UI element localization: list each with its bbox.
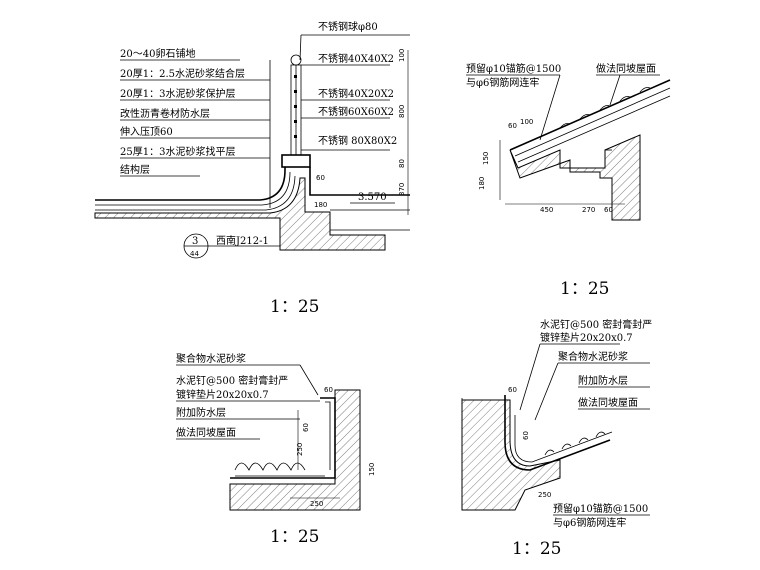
d3-dim-250: 250 <box>296 443 304 456</box>
d3-label-1: 聚合物水泥砂浆 <box>176 352 246 365</box>
d1-label-2: 20厚1：2.5水泥砂浆结合层 <box>120 67 245 80</box>
rail-label-2: 不锈钢40X40X2 <box>318 52 394 65</box>
d2-label-1: 预留φ10锚筋@1500 <box>466 62 561 75</box>
d1-label-7: 结构层 <box>120 163 150 176</box>
d3-label-4: 附加防水层 <box>176 406 226 419</box>
d1-dim-180: 180 <box>314 201 327 209</box>
d4-label-3: 聚合物水泥砂浆 <box>558 350 628 363</box>
d4-dim-250: 250 <box>538 491 551 499</box>
d1-label-5: 伸入压顶60 <box>120 126 173 138</box>
d4-label-4: 附加防水层 <box>578 374 628 387</box>
rail-label-1: 不锈钢球φ80 <box>318 20 378 33</box>
d2-dim-60b: 60 <box>604 206 613 214</box>
structure-slab <box>94 177 386 251</box>
coping-block <box>281 154 311 168</box>
detail-1-railing-edge: 20～40卵石铺地 20厚1：2.5水泥砂浆结合层 20厚1：3水泥砂浆保护层 … <box>94 20 410 317</box>
rail-label-4: 不锈钢60X60X2 <box>318 105 394 118</box>
ref-top: 3 <box>192 236 198 247</box>
d4-label-5: 做法同坡屋面 <box>578 396 638 409</box>
d3-wall <box>229 389 361 511</box>
d1-dim-80: 80 <box>398 159 406 168</box>
d2-dim-270: 270 <box>582 206 595 214</box>
d4-scale: 1：25 <box>512 539 561 559</box>
ref-note: 西南J212-1 <box>216 234 269 247</box>
d1-label-1: 20～40卵石铺地 <box>120 47 195 60</box>
detail-4-gutter: 水泥钉@500 密封膏封严 镀锌垫片20x20x0.7 聚合物水泥砂浆 附加防水… <box>461 318 652 559</box>
d3-dim-150: 150 <box>368 463 376 476</box>
d3-label-2: 水泥钉@500 密封膏封严 <box>176 374 288 387</box>
d3-label-3: 镀锌垫片20x20x0.7 <box>176 388 269 401</box>
d3-dim-60b: 60 <box>302 423 310 432</box>
d4-label-2: 镀锌垫片20x20x0.7 <box>540 331 633 344</box>
d2-dim-150: 150 <box>482 152 490 165</box>
d1-dim-370: 370 <box>398 183 406 196</box>
elevation-label: 3.570 <box>358 192 387 203</box>
d2-dim-450: 450 <box>540 206 553 214</box>
d1-dim-800: 800 <box>398 105 406 118</box>
detail-2-eave: 预留φ10锚筋@1500 与φ6钢筋网连牢 做法同坡屋面 60 100 150 … <box>466 62 671 299</box>
d3-dim-250b: 250 <box>310 500 323 508</box>
d1-dim-60: 60 <box>316 174 325 182</box>
d2-label-2: 与φ6钢筋网连牢 <box>466 76 539 89</box>
d1-label-3: 20厚1：3水泥砂浆保护层 <box>120 87 235 100</box>
d4-label-6: 预留φ10锚筋@1500 <box>553 502 648 515</box>
d3-dim-60: 60 <box>324 386 333 394</box>
d4-label-7: 与φ6钢筋网连牢 <box>553 516 626 529</box>
ref-bottom: 44 <box>190 250 199 258</box>
eave-structure <box>509 134 641 221</box>
d4-wall <box>461 399 561 511</box>
d2-scale: 1：25 <box>560 279 609 299</box>
rail-label-3: 不锈钢40X20X2 <box>318 87 394 100</box>
d1-label-4: 改性沥青卷材防水层 <box>120 107 210 120</box>
rail-label-5: 不锈钢 80X80X2 <box>318 134 397 147</box>
d3-label-5: 做法同坡屋面 <box>176 426 236 439</box>
d1-scale: 1：25 <box>270 297 319 317</box>
d1-dim-100: 100 <box>398 49 406 62</box>
d2-dim-60: 60 <box>508 122 517 130</box>
d2-dim-100: 100 <box>520 118 533 126</box>
railing-ball <box>290 54 302 66</box>
d2-dim-180: 180 <box>478 177 486 190</box>
d3-scale: 1：25 <box>270 527 319 547</box>
d4-dim-60: 60 <box>508 386 517 394</box>
d4-label-1: 水泥钉@500 密封膏封严 <box>540 318 652 331</box>
d1-label-6: 25厚1：3水泥砂浆找平层 <box>120 145 235 158</box>
detail-3-wall-junction: 聚合物水泥砂浆 水泥钉@500 密封膏封严 镀锌垫片20x20x0.7 附加防水… <box>176 352 376 547</box>
d2-label-3: 做法同坡屋面 <box>596 62 656 75</box>
d4-dim-60b: 60 <box>522 431 530 440</box>
